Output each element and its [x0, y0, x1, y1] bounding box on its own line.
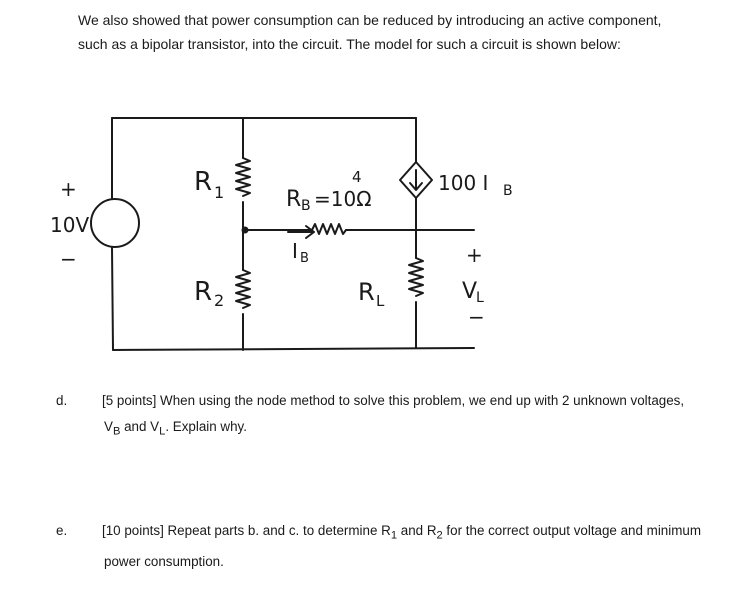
- dependent-source-arrow: [409, 169, 423, 191]
- voltage-source-circle: [90, 198, 140, 248]
- question-d-text-a: [5 points] When using the node method to…: [102, 393, 685, 434]
- r2-subscript: 2: [214, 291, 224, 310]
- dependent-source-diamond: [399, 161, 433, 199]
- question-e-text-b: and R: [397, 523, 437, 538]
- question-d-letter: d.: [56, 393, 68, 408]
- rb-value: =10Ω: [314, 187, 372, 211]
- rl-label: R: [358, 278, 375, 306]
- question-e-letter: e.: [56, 523, 68, 538]
- rb-label: R: [286, 187, 301, 212]
- resistor-rl: [408, 257, 424, 297]
- ib-label: I: [292, 239, 298, 263]
- wire-bottom: [112, 347, 475, 351]
- question-e-text-a: [10 points] Repeat parts b. and c. to de…: [102, 523, 391, 538]
- ib-arrow: [287, 225, 315, 239]
- resistor-r2: [235, 269, 251, 309]
- question-e-text-c: for the correct output voltage and minim…: [104, 523, 701, 569]
- r2-label: R: [194, 277, 212, 307]
- question-e-sub-1: 1: [390, 529, 398, 542]
- intro-paragraph: We also showed that power consumption ca…: [78, 12, 662, 52]
- question-e: e. [10 points] Repeat parts b. and c. to …: [56, 518, 704, 575]
- rl-subscript: L: [376, 292, 385, 310]
- question-d-sub-2: L: [159, 425, 166, 438]
- vl-minus-label: −: [468, 305, 485, 329]
- dependent-source-label: 100 I: [438, 171, 488, 195]
- question-e-sub-2: 2: [436, 529, 443, 542]
- rb-superscript: 4: [352, 168, 362, 186]
- resistor-rb: [311, 223, 347, 235]
- junction-node: [241, 226, 249, 234]
- question-d: d. [5 points] When using the node method …: [56, 388, 704, 445]
- question-d-text-b: and V: [120, 419, 160, 434]
- resistor-r1: [235, 157, 251, 197]
- ib-subscript: B: [300, 251, 309, 266]
- vl-plus-label: +: [466, 243, 483, 267]
- question-d-sub-1: B: [112, 425, 121, 438]
- r1-label: R: [194, 167, 212, 197]
- question-d-text-c: . Explain why.: [165, 419, 247, 434]
- vl-subscript: L: [476, 290, 484, 306]
- source-plus-label: +: [60, 177, 77, 201]
- rb-subscript: B: [301, 198, 311, 214]
- r1-subscript: 1: [214, 183, 224, 202]
- source-value-label: 10V: [50, 213, 89, 237]
- wire-left-lower: [111, 247, 114, 351]
- source-minus-label: −: [60, 247, 77, 271]
- dependent-source-subscript: B: [503, 183, 513, 199]
- vl-label: V: [462, 279, 477, 304]
